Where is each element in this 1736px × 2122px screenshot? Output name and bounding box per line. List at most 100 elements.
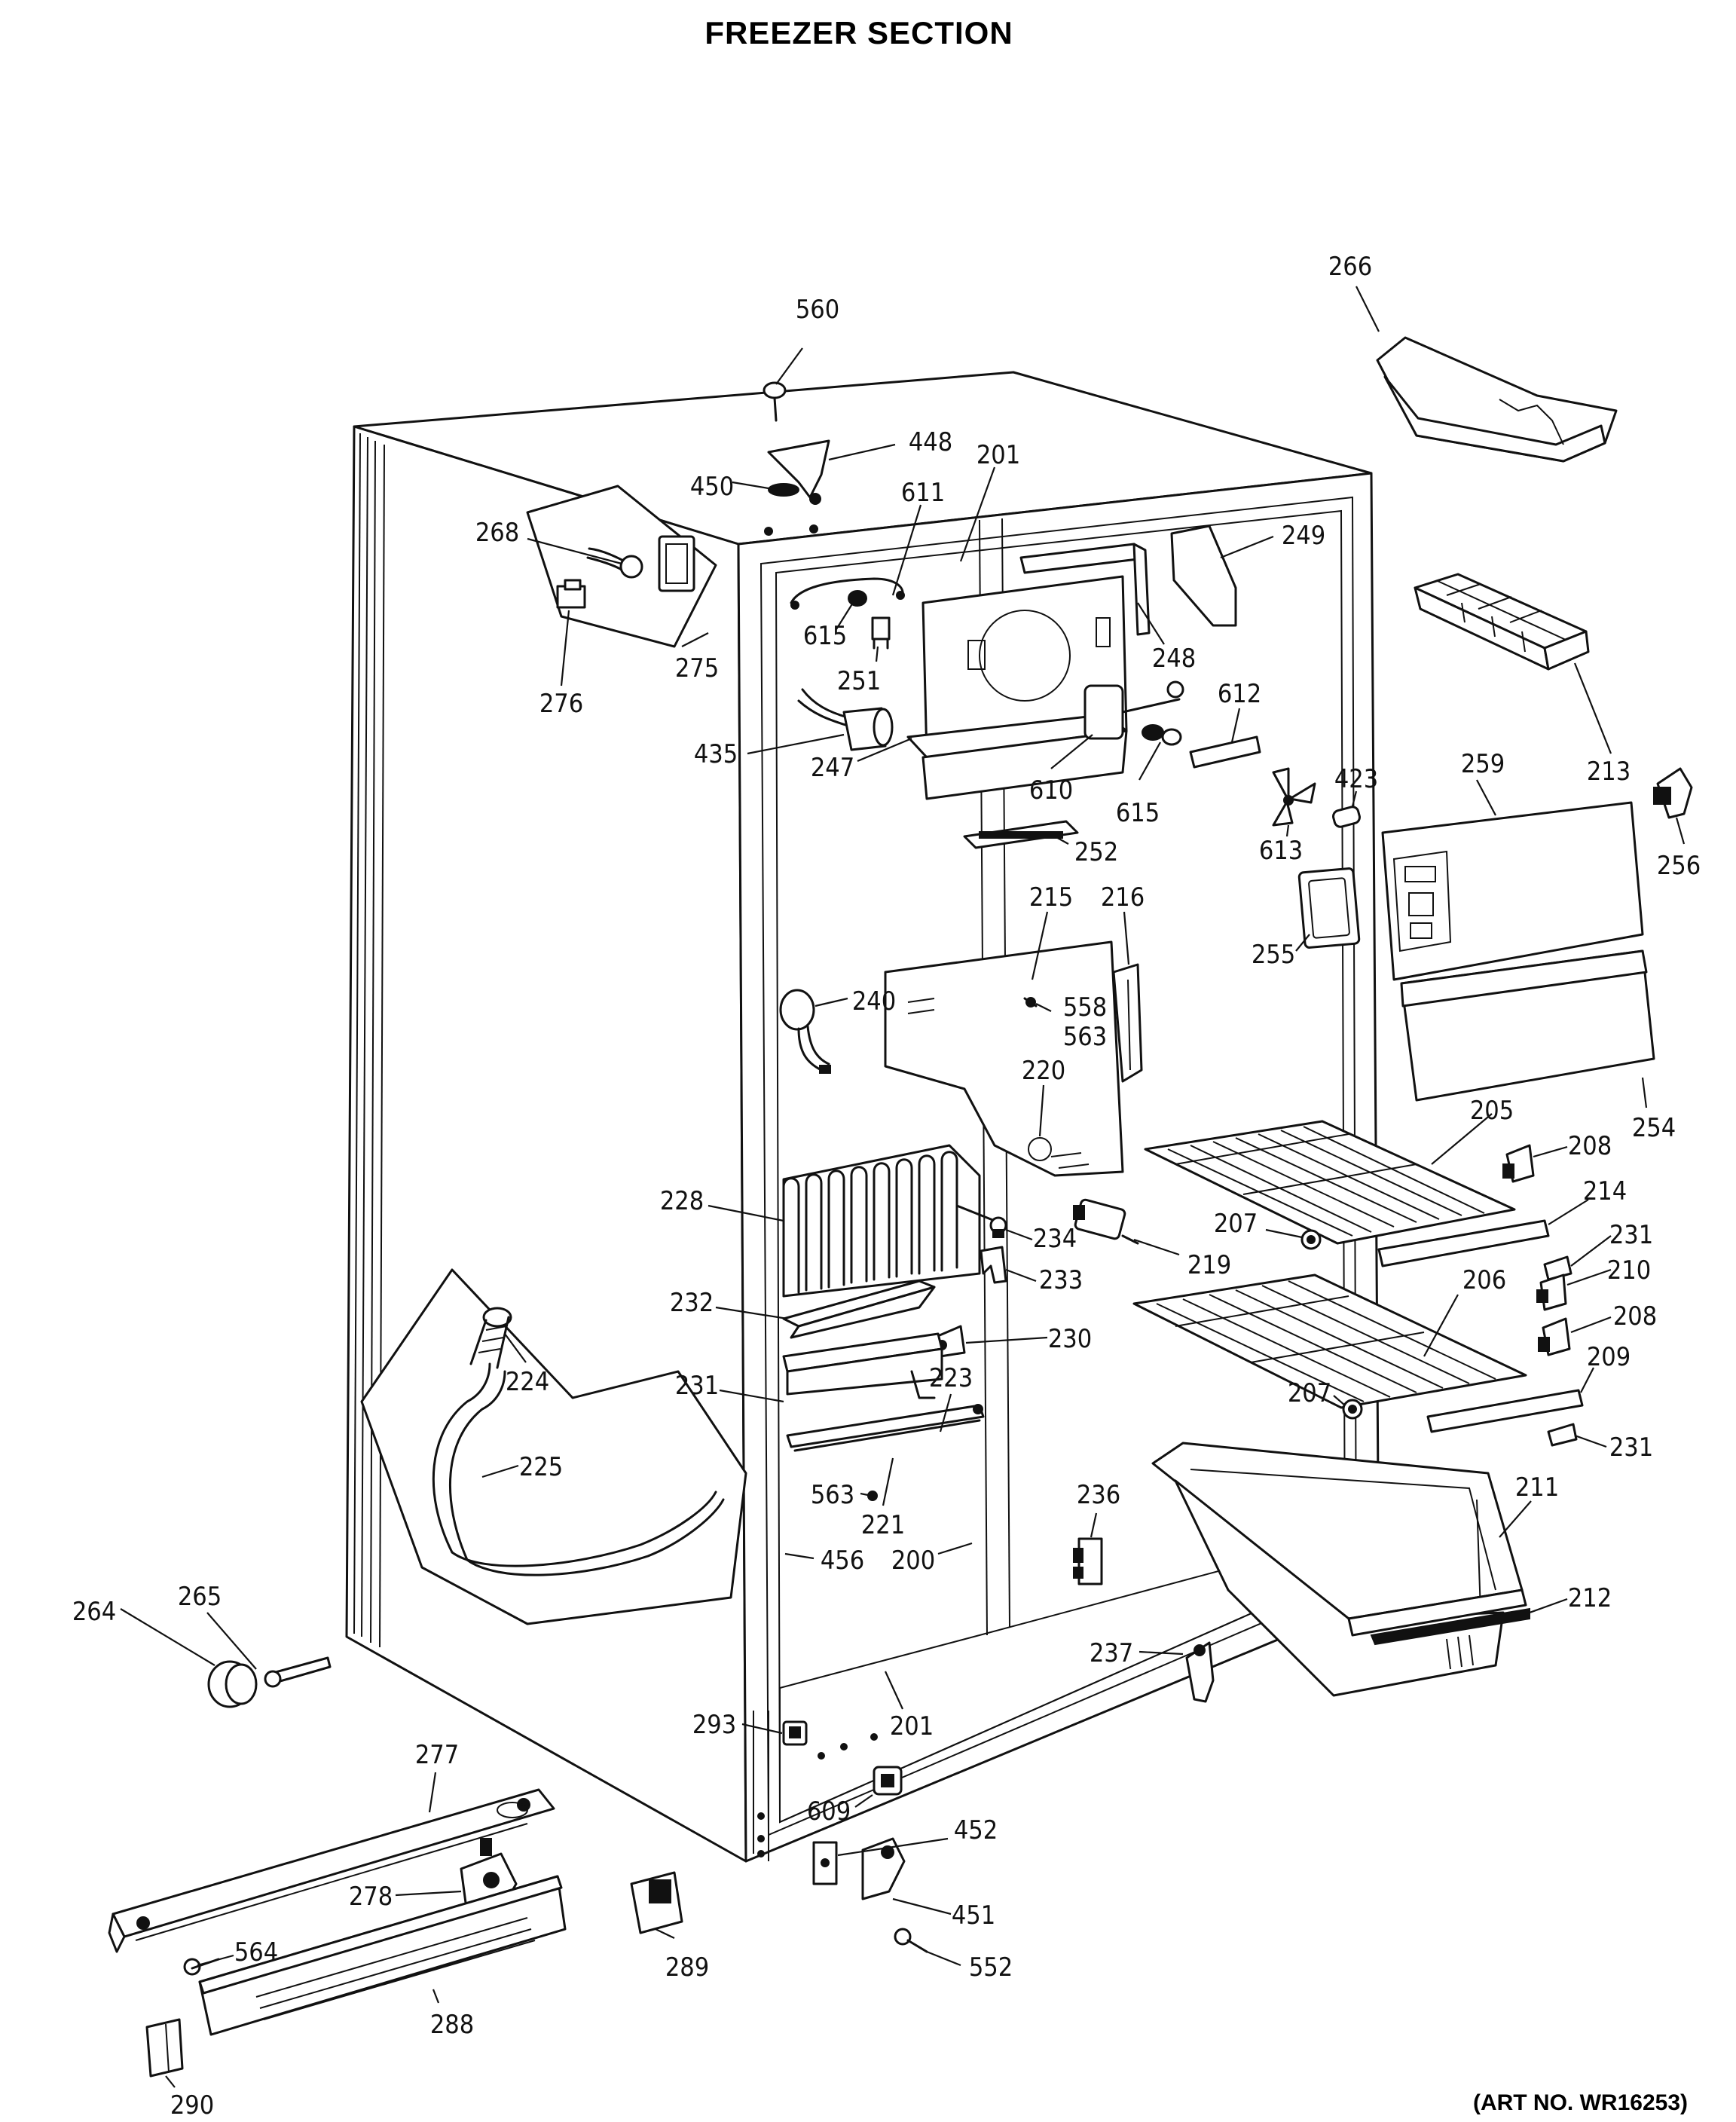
callout-610: 610 bbox=[1029, 775, 1073, 806]
part-609 bbox=[873, 1766, 903, 1796]
callout-254: 254 bbox=[1632, 1113, 1676, 1143]
wire-shelf-lower bbox=[1132, 1274, 1527, 1409]
callout-212: 212 bbox=[1568, 1583, 1612, 1613]
callout-223: 223 bbox=[929, 1363, 973, 1393]
part-236 bbox=[1073, 1537, 1103, 1585]
callout-210: 210 bbox=[1607, 1255, 1651, 1286]
callout-211: 211 bbox=[1515, 1472, 1559, 1503]
callout-558: 558 bbox=[1063, 992, 1107, 1023]
callout-224: 224 bbox=[506, 1367, 549, 1397]
ice-tray bbox=[1414, 573, 1590, 671]
screw-558 bbox=[1023, 997, 1038, 1007]
callout-225: 225 bbox=[519, 1452, 563, 1482]
callout-275: 275 bbox=[675, 653, 719, 683]
callout-255: 255 bbox=[1252, 940, 1295, 970]
callout-563-a: 563 bbox=[1063, 1022, 1107, 1052]
callout-206: 206 bbox=[1462, 1265, 1506, 1295]
callout-labels: 560 448 450 201 611 268 615 251 276 275 … bbox=[72, 252, 1701, 2120]
callout-277: 277 bbox=[415, 1740, 459, 1770]
switch-housing-group bbox=[526, 485, 717, 648]
callout-613: 613 bbox=[1259, 836, 1303, 866]
callout-248: 248 bbox=[1152, 644, 1196, 674]
part-216 bbox=[1112, 963, 1143, 1083]
shelf-rail-upper bbox=[1377, 1219, 1550, 1267]
callout-249: 249 bbox=[1282, 521, 1325, 551]
callout-231-c: 231 bbox=[1609, 1433, 1653, 1463]
callout-231-a: 231 bbox=[1609, 1220, 1653, 1250]
callout-290: 290 bbox=[170, 2090, 214, 2120]
callout-609: 609 bbox=[807, 1796, 851, 1827]
callout-615-b: 615 bbox=[1116, 798, 1160, 828]
callout-247: 247 bbox=[811, 753, 854, 783]
callout-220: 220 bbox=[1022, 1056, 1065, 1086]
callout-208-b: 208 bbox=[1613, 1301, 1657, 1332]
base-rail bbox=[108, 1788, 555, 1953]
callout-293: 293 bbox=[692, 1710, 736, 1740]
callout-448: 448 bbox=[909, 427, 952, 457]
freezer-bin-front bbox=[1381, 801, 1644, 981]
callout-452: 452 bbox=[954, 1815, 998, 1845]
callout-564: 564 bbox=[234, 1937, 278, 1968]
callout-252: 252 bbox=[1074, 837, 1118, 867]
callout-231-b: 231 bbox=[675, 1371, 719, 1401]
callout-228: 228 bbox=[660, 1186, 704, 1216]
callout-240: 240 bbox=[852, 986, 896, 1017]
shelf-brackets bbox=[1502, 1144, 1578, 1447]
callout-215: 215 bbox=[1029, 882, 1073, 913]
callout-214: 214 bbox=[1583, 1176, 1627, 1206]
callout-276: 276 bbox=[539, 689, 583, 719]
defrost-heater-lead bbox=[779, 989, 831, 1074]
callout-268: 268 bbox=[475, 518, 519, 548]
drip-trough bbox=[782, 1280, 936, 1339]
callout-435: 435 bbox=[694, 739, 738, 769]
callout-563-b: 563 bbox=[811, 1480, 854, 1510]
callout-256: 256 bbox=[1657, 851, 1701, 881]
callout-451: 451 bbox=[952, 1900, 995, 1931]
shelf-rails bbox=[782, 1332, 943, 1399]
callout-289: 289 bbox=[665, 1952, 709, 1983]
callout-201-top: 201 bbox=[976, 440, 1020, 470]
top-hardware bbox=[763, 381, 830, 505]
callout-233: 233 bbox=[1039, 1265, 1083, 1295]
callout-264: 264 bbox=[72, 1597, 116, 1627]
callout-232: 232 bbox=[670, 1288, 714, 1318]
part-289 bbox=[630, 1871, 683, 1934]
callout-560: 560 bbox=[796, 295, 839, 325]
art-number: (ART NO. WR16253) bbox=[1473, 2090, 1688, 2115]
callout-265: 265 bbox=[178, 1582, 222, 1612]
part-293 bbox=[782, 1720, 808, 1746]
freezer-bin bbox=[1400, 949, 1655, 1102]
callout-456: 456 bbox=[821, 1546, 864, 1576]
wire-shelf-upper bbox=[1144, 1120, 1516, 1245]
page-title: FREEZER SECTION bbox=[704, 15, 1013, 50]
callout-207-a: 207 bbox=[1214, 1209, 1258, 1239]
freezer-basket bbox=[1151, 1442, 1530, 1697]
callout-266: 266 bbox=[1328, 252, 1372, 282]
callout-259: 259 bbox=[1461, 749, 1505, 779]
callout-612: 612 bbox=[1218, 679, 1261, 709]
screw-563 bbox=[867, 1491, 878, 1501]
leader-lines bbox=[120, 286, 1686, 2088]
part-256 bbox=[1653, 767, 1693, 819]
callout-278: 278 bbox=[349, 1882, 393, 1912]
slide-rail bbox=[786, 1404, 985, 1452]
callout-615-a: 615 bbox=[803, 621, 847, 651]
toe-grille bbox=[198, 1875, 567, 2036]
callout-213: 213 bbox=[1587, 757, 1631, 787]
end-cap bbox=[145, 2018, 184, 2078]
callout-450: 450 bbox=[690, 472, 734, 502]
evaporator-coil bbox=[782, 1144, 1007, 1298]
callout-611: 611 bbox=[901, 478, 945, 508]
callout-209: 209 bbox=[1587, 1342, 1631, 1372]
part-237 bbox=[1185, 1641, 1215, 1703]
rollers bbox=[1300, 1229, 1363, 1420]
thermostat bbox=[1073, 1198, 1139, 1245]
light-shield bbox=[1297, 867, 1361, 949]
callout-237: 237 bbox=[1090, 1638, 1133, 1668]
callout-200: 200 bbox=[891, 1546, 935, 1576]
callout-205: 205 bbox=[1470, 1096, 1514, 1126]
drain-tube-enclosure bbox=[360, 1268, 747, 1625]
callout-234: 234 bbox=[1033, 1224, 1077, 1254]
fan-blade bbox=[1272, 767, 1316, 827]
callout-552: 552 bbox=[969, 1952, 1013, 1983]
